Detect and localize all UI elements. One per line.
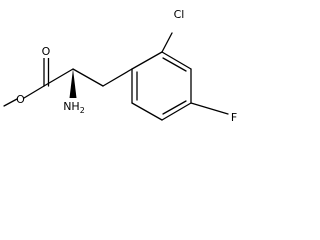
bond-ring-fluorine [190, 102, 229, 115]
amine-subscript: 2 [80, 106, 85, 115]
ring-bond-c1-c2 [131, 51, 163, 70]
ester-oxygen-label: O [16, 93, 25, 106]
amine-label: NH2 [63, 100, 85, 115]
carbonyl-oxygen-label-bg [40, 45, 52, 58]
ring-bond-c5-c6 [131, 102, 163, 121]
chlorine-label: Cl [174, 8, 185, 21]
wedge-bond-alpha-amine [69, 69, 77, 98]
bond-o-carbonyl-carbon [23, 85, 45, 99]
ring-bond-c2-c3 [161, 51, 192, 70]
bond-carbonyl-alpha [43, 68, 74, 87]
ring-inner-double-c2-c3 [162, 57, 187, 72]
bond-methyl-o [3, 98, 18, 107]
bond-ring-chlorine [161, 32, 173, 53]
chemical-structure: O O NH2 Cl F [3, 8, 237, 124]
carbonyl-oxygen-label: O [42, 45, 51, 58]
amine-symbol: NH [63, 100, 80, 113]
bond-alpha-ch2 [72, 68, 104, 87]
ring-inner-double-c4-c5 [162, 100, 187, 115]
bond-ch2-ring [102, 68, 133, 87]
ring-bond-c4-c5 [161, 102, 192, 121]
fluorine-label: F [231, 111, 237, 124]
